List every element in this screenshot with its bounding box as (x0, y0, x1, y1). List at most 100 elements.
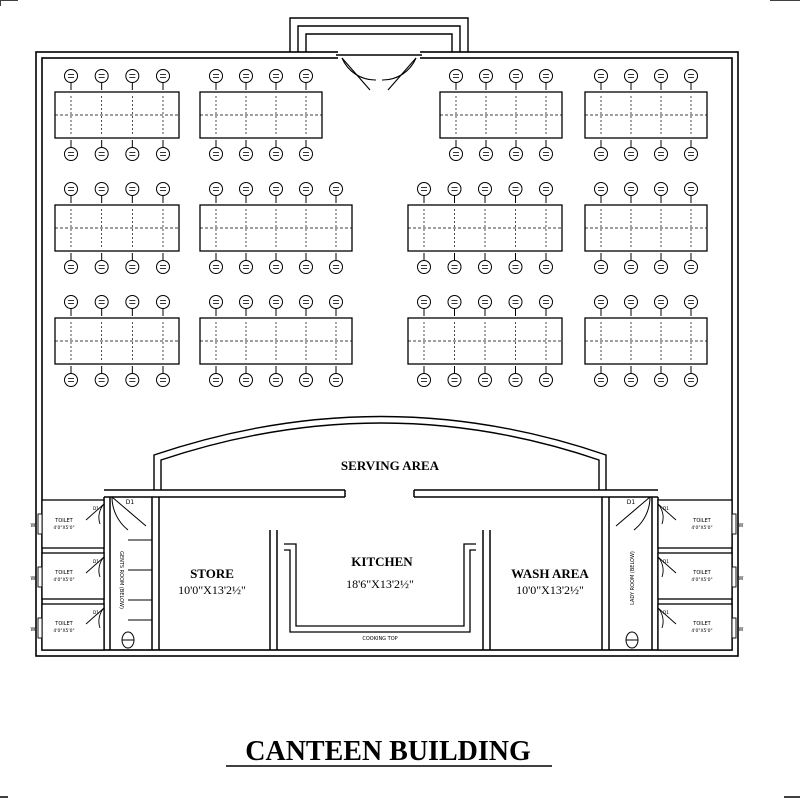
lady-room-label: LADY ROOM (BELOW) (630, 551, 636, 605)
chair (478, 182, 492, 203)
dining-table (54, 69, 180, 161)
chair (209, 295, 223, 316)
chair (269, 366, 283, 387)
chair (299, 182, 313, 203)
window-label: W (31, 627, 36, 633)
chair (509, 140, 523, 161)
chair (156, 182, 170, 203)
dining-table (407, 295, 563, 387)
chair (509, 69, 523, 90)
chair (654, 69, 668, 90)
chair (329, 366, 343, 387)
chair (417, 182, 431, 203)
chair (684, 69, 698, 90)
serving-area-label: SERVING AREA (341, 458, 440, 473)
chair (209, 366, 223, 387)
drawing-title: CANTEEN BUILDING (245, 736, 531, 767)
toilet-size: 4'0"X5'0" (691, 628, 712, 634)
toilet-label: TOILET (692, 621, 711, 627)
serving-counter (153, 415, 607, 490)
chair (684, 253, 698, 274)
chair (447, 253, 462, 274)
chair (125, 366, 140, 387)
chair (94, 295, 109, 316)
chair (156, 253, 170, 274)
kitchen-counter (284, 543, 476, 633)
chair (654, 366, 668, 387)
chair (156, 140, 170, 161)
toilet-door-label: D1 (663, 610, 669, 616)
chair (209, 140, 223, 161)
right-corridor-door-label: D1 (627, 499, 636, 506)
toilet-size: 4'0"X5'0" (691, 525, 712, 531)
chair (624, 295, 638, 316)
gents-room-label: GENTS ROOM (BELOW) (118, 551, 124, 609)
toilet-door-label: D1 (93, 559, 99, 565)
chair (447, 182, 462, 203)
toilet-door-label: D1 (93, 506, 99, 512)
chair (654, 140, 668, 161)
window-label: W (31, 523, 36, 529)
dining-table (407, 182, 563, 274)
chair (654, 182, 668, 203)
chair (94, 182, 109, 203)
chair (299, 295, 313, 316)
dining-table (54, 182, 180, 274)
chair (624, 69, 638, 90)
chair (539, 140, 553, 161)
store-size: 10'0"X13'2½" (178, 583, 246, 597)
chair (594, 182, 608, 203)
chair (624, 366, 638, 387)
toilet-label: TOILET (54, 518, 73, 524)
chair (299, 366, 313, 387)
kitchen-size: 18'6"X13'2½" (346, 577, 414, 591)
entrance-doors (341, 57, 417, 91)
chair (478, 295, 492, 316)
chair (417, 253, 431, 274)
dining-table (439, 69, 563, 161)
kitchen-counter-label: COOKING TOP (362, 636, 397, 642)
toilet-size: 4'0"X5'0" (691, 577, 712, 583)
kitchen-label: KITCHEN (351, 554, 413, 569)
toilet-door-label: D1 (663, 559, 669, 565)
dining-table (584, 295, 708, 387)
chair (269, 295, 283, 316)
chair (239, 182, 253, 203)
chair (209, 182, 223, 203)
left-corridor (111, 496, 152, 649)
chair (94, 69, 109, 90)
entrance-porch (289, 17, 469, 60)
top-corner-lines (0, 0, 800, 6)
service-core-walls (103, 489, 659, 650)
toilet-size: 4'0"X5'0" (53, 628, 74, 634)
toilet-blocks: TOILET4'0"X5'0"D1WTOILET4'0"X5'0"D1WTOIL… (31, 499, 744, 651)
chair (654, 253, 668, 274)
chair (299, 69, 313, 90)
chair (594, 69, 608, 90)
dining-table (199, 182, 353, 274)
chair (417, 366, 431, 387)
chair (94, 366, 109, 387)
chair (539, 366, 553, 387)
wash-area-label: WASH AREA (511, 566, 589, 581)
chair (239, 69, 253, 90)
chair (624, 253, 638, 274)
window-label: W (739, 576, 744, 582)
chair (94, 253, 109, 274)
store-label: STORE (190, 566, 234, 581)
chair (624, 182, 638, 203)
chair (64, 295, 78, 316)
chair (64, 182, 78, 203)
chair (684, 140, 698, 161)
dining-table (584, 182, 708, 274)
chair (594, 366, 608, 387)
chair (329, 295, 343, 316)
chair (239, 140, 253, 161)
chair (125, 295, 140, 316)
chair (508, 366, 523, 387)
dining-table (54, 295, 180, 387)
chair (269, 69, 283, 90)
